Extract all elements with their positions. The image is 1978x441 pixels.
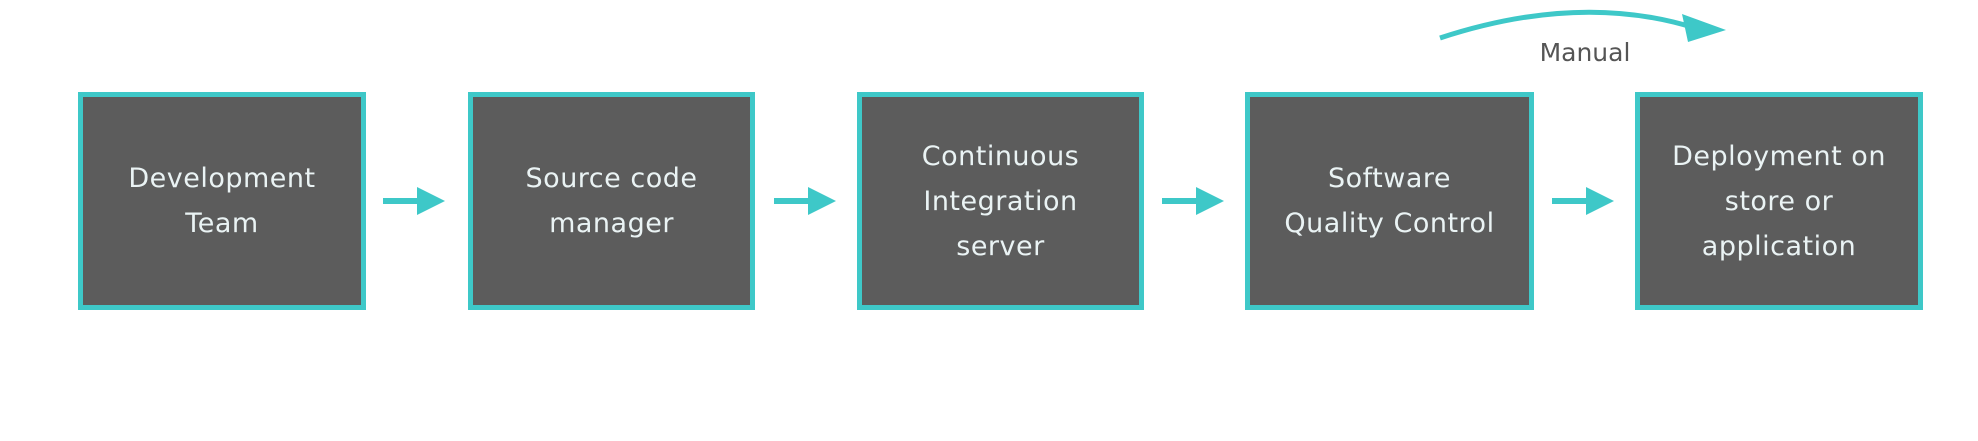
manual-label: Manual bbox=[1539, 38, 1631, 67]
node-label: Source code manager bbox=[525, 163, 698, 239]
node-deployment: Deployment on store or application bbox=[1635, 92, 1923, 310]
node-label: Continuous Integration server bbox=[921, 140, 1080, 262]
node-label: Software Quality Control bbox=[1284, 163, 1495, 239]
arrow-right-icon bbox=[1552, 187, 1614, 215]
node-label: Deployment on store or application bbox=[1672, 140, 1886, 262]
node-continuous-integration-server: Continuous Integration server bbox=[857, 92, 1144, 310]
node-software-quality-control: Software Quality Control bbox=[1245, 92, 1534, 310]
arrow-right-icon bbox=[383, 187, 445, 215]
curved-arrow-icon bbox=[1439, 9, 1726, 42]
arrow-right-icon bbox=[1162, 187, 1224, 215]
node-source-code-manager: Source code manager bbox=[468, 92, 755, 310]
arrow-right-icon bbox=[774, 187, 836, 215]
node-label: Development Team bbox=[128, 163, 316, 239]
node-development-team: Development Team bbox=[78, 92, 366, 310]
